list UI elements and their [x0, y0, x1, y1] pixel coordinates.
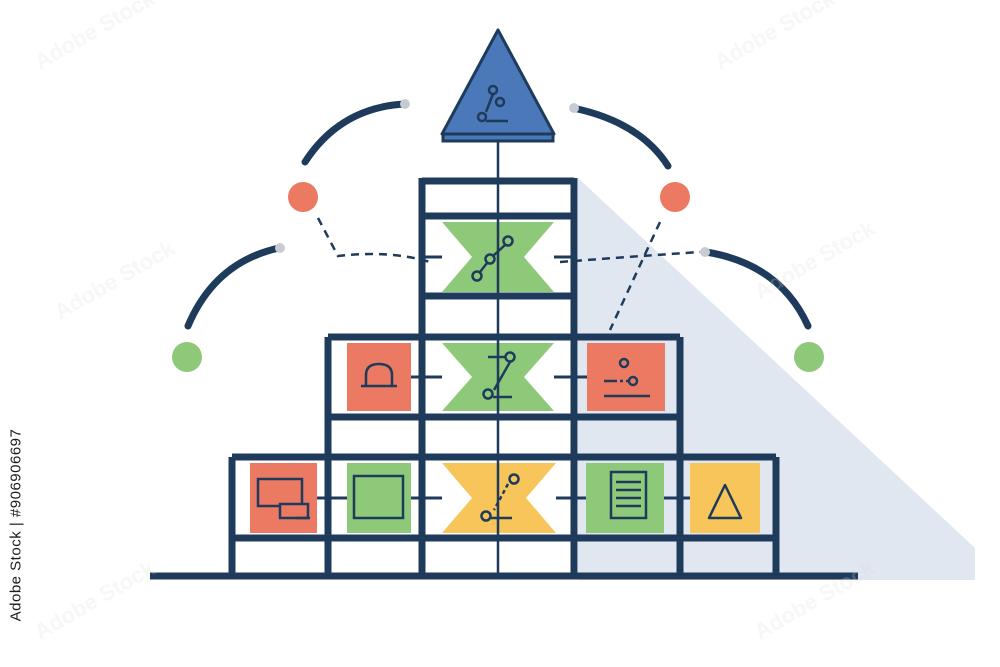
arc-mid-right: [702, 248, 812, 330]
bell-tile: [347, 343, 411, 411]
satellite-node-coral: [288, 182, 318, 212]
arc-top-right: [569, 104, 672, 170]
svg-text:Adobe Stock: Adobe Stock: [50, 235, 180, 324]
satellite-node-coral: [660, 182, 690, 212]
satellite-node-green: [794, 342, 824, 372]
svg-text:Adobe Stock: Adobe Stock: [30, 0, 160, 74]
svg-text:Adobe Stock: Adobe Stock: [710, 0, 840, 74]
triangle-tile: [690, 463, 760, 533]
bell-icon: [361, 362, 397, 388]
document-icon: [609, 470, 648, 520]
arc-top-left: [301, 100, 408, 166]
square-icon: [352, 474, 405, 520]
devices-icon: [256, 477, 310, 520]
hourglass-node-icon: [482, 351, 516, 400]
hourglass-node-icon: [480, 473, 520, 522]
svg-text:Adobe Stock: Adobe Stock: [750, 215, 880, 304]
svg-text:Adobe Stock: Adobe Stock: [30, 555, 160, 644]
devices-tile: [250, 463, 317, 533]
triangle-node-icon: [440, 28, 556, 143]
orbit-arcs: [184, 100, 812, 330]
arc-mid-left: [184, 244, 283, 330]
tier-3: [250, 463, 760, 533]
satellite-node-green: [172, 342, 202, 372]
node-list-icon: [604, 357, 650, 398]
hourglass-node-icon: [471, 235, 514, 282]
square-tile: [347, 463, 411, 533]
triangle-outline-icon: [707, 483, 743, 520]
node-list-tile: [587, 343, 665, 411]
